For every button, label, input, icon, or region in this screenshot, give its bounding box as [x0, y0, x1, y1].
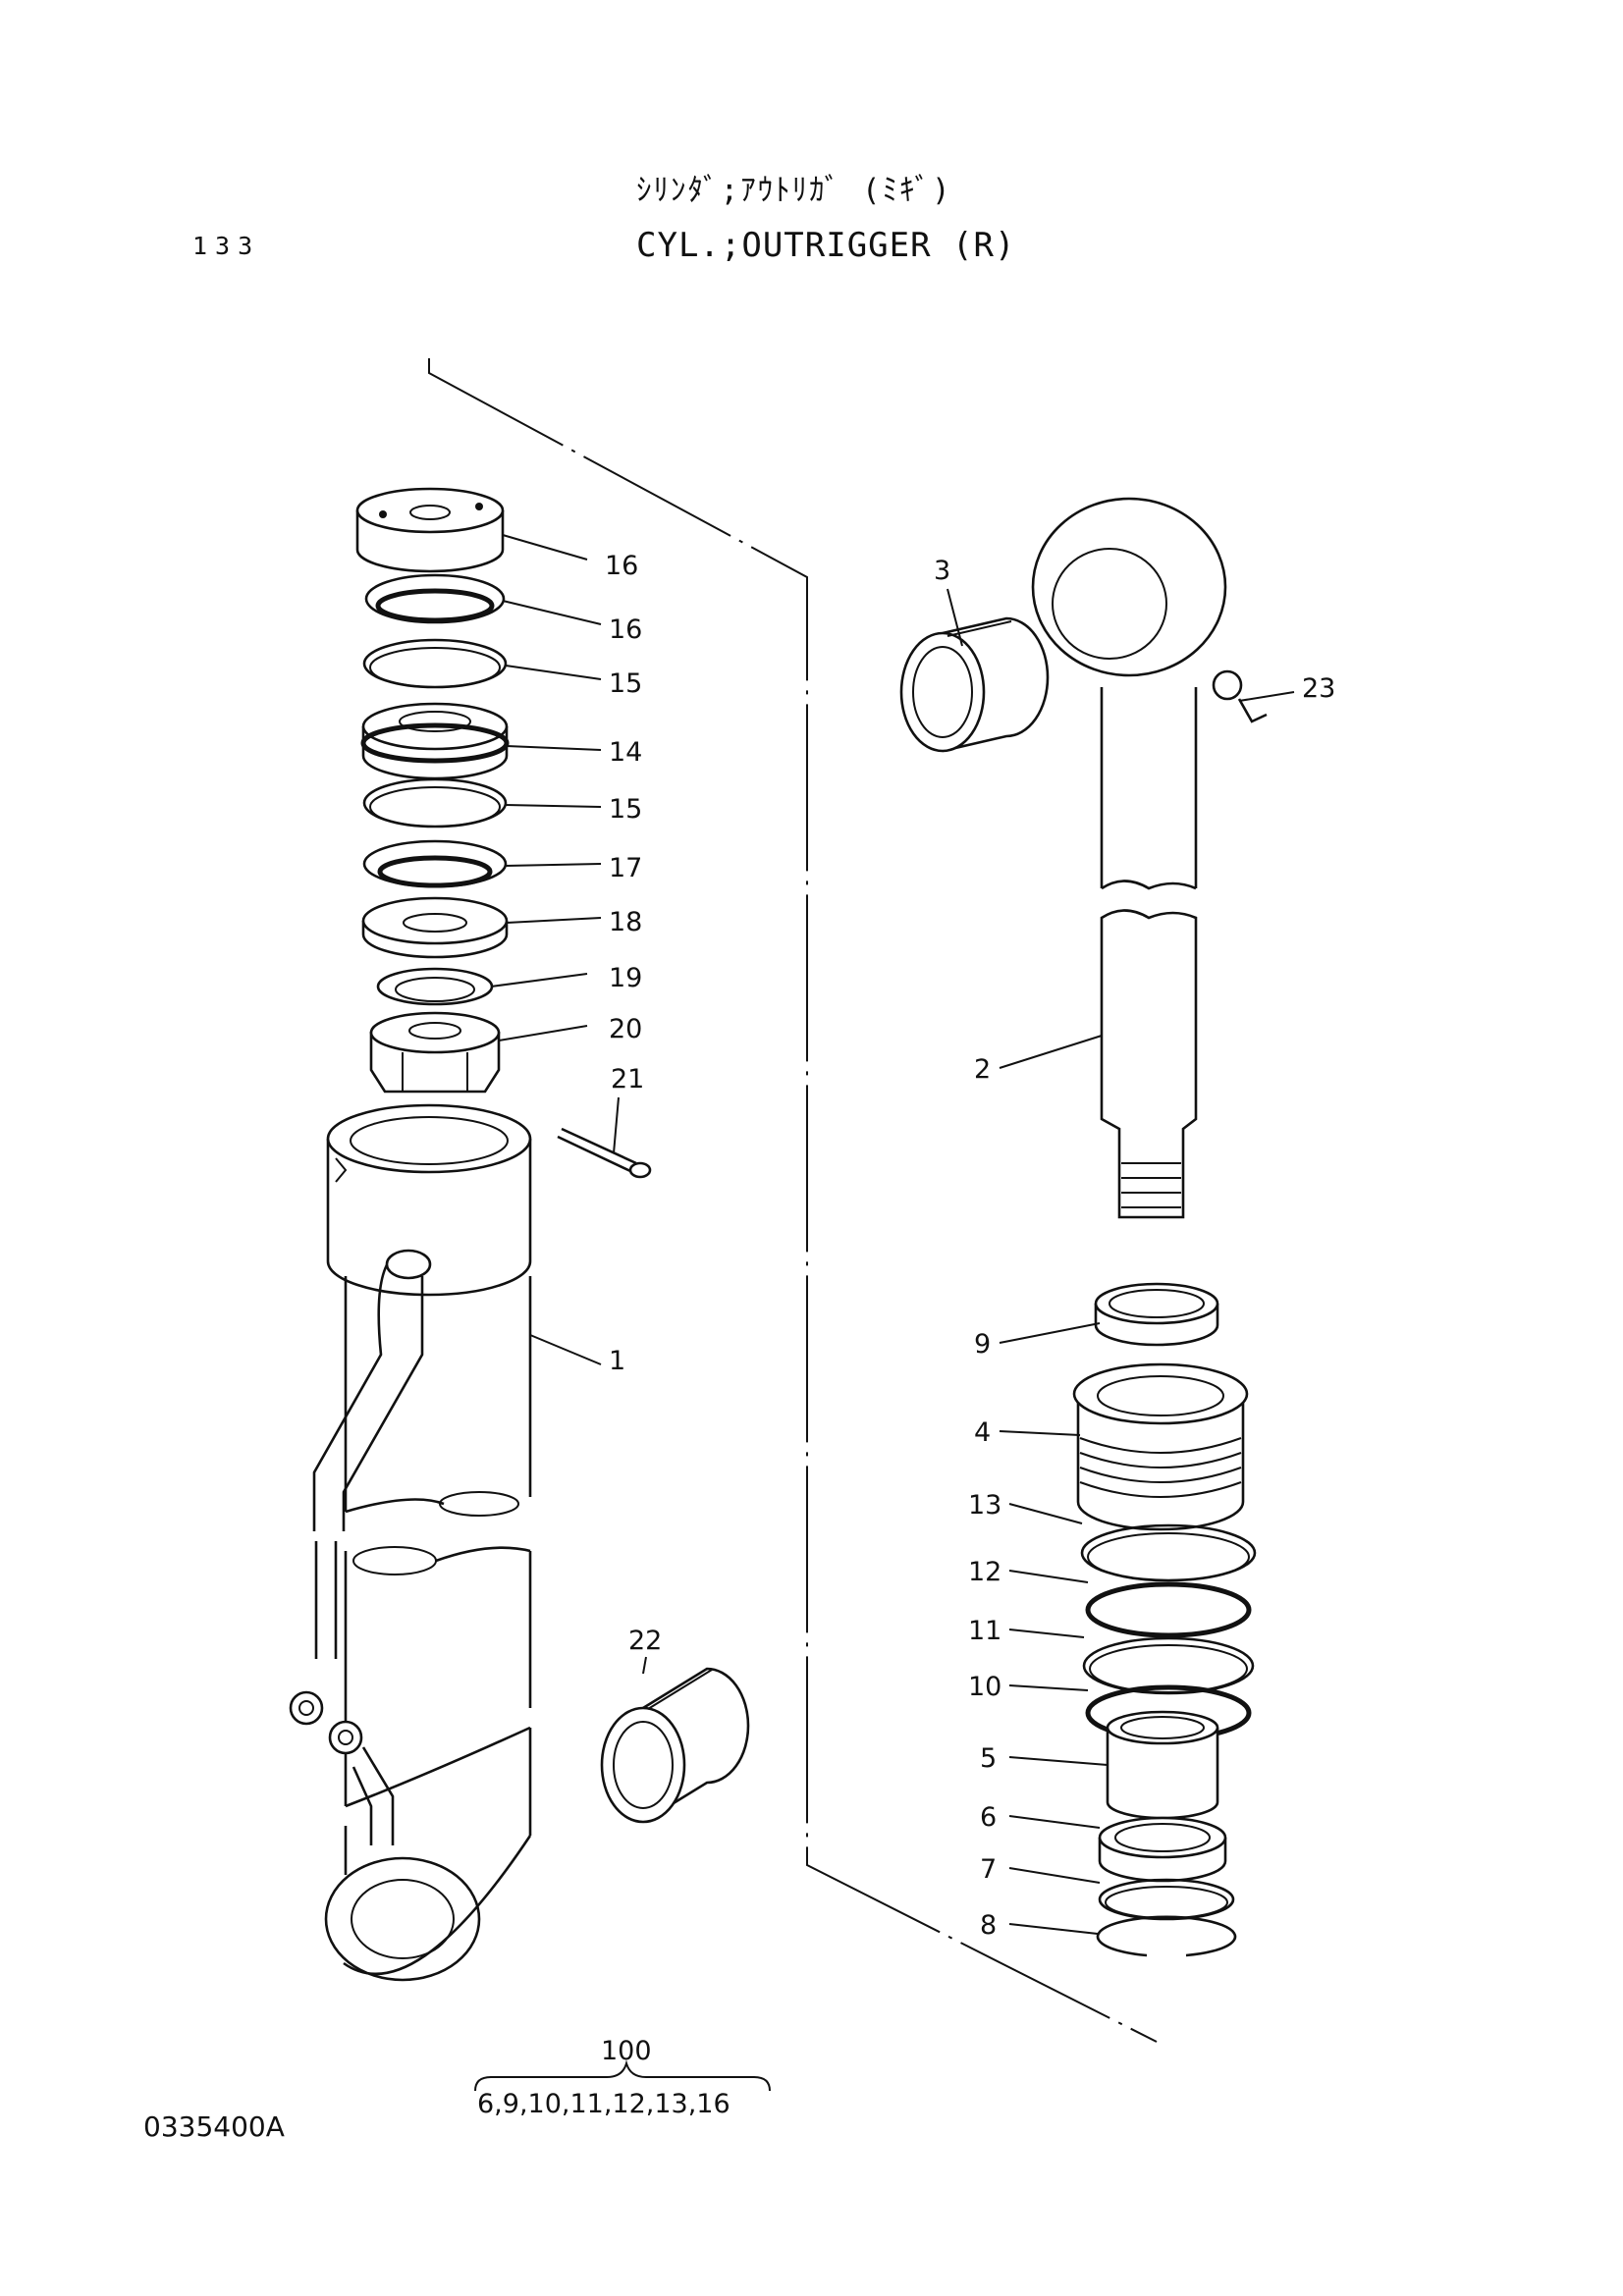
nut-part-20 [369, 1011, 501, 1094]
cylinder-tube-part-1 [289, 1103, 532, 1982]
callout-23: 23 [1302, 673, 1335, 704]
callout-19: 19 [609, 963, 642, 993]
callout-20: 20 [609, 1014, 642, 1044]
kit-brace: 100 6,9,10,11,12,13,16 [474, 2036, 771, 2119]
callout-3: 3 [934, 556, 950, 586]
oring-part-12 [1085, 1581, 1252, 1638]
rod-part-2 [1100, 909, 1198, 1219]
washer-part-19 [376, 967, 494, 1006]
seal-part-9 [1094, 1282, 1219, 1347]
ring-part-18 [361, 896, 509, 959]
callout-22: 22 [628, 1626, 662, 1656]
callout-2: 2 [974, 1054, 991, 1085]
rod-eye-part [1031, 497, 1227, 890]
callout-labels: 16 16 15 14 15 17 18 19 20 21 1 22 3 23 … [605, 551, 1335, 1941]
seal-part-16b [362, 839, 508, 888]
callout-11: 11 [968, 1616, 1001, 1646]
bushing-part-22 [600, 1667, 750, 1824]
title-english: CYL.;OUTRIGGER (R) [636, 226, 1016, 265]
ring-part-15b [362, 777, 508, 828]
pin-part-21 [557, 1127, 652, 1179]
assembly-frame [428, 358, 1158, 2043]
cover-part-17 [355, 487, 505, 573]
ring-part-13 [1080, 1523, 1257, 1582]
callout-18: 18 [609, 907, 642, 937]
callout-12: 12 [968, 1557, 1001, 1587]
bushing-part-3 [899, 616, 1050, 753]
callout-6: 6 [980, 1802, 997, 1833]
callout-4: 4 [974, 1417, 991, 1448]
callout-21: 21 [611, 1064, 644, 1095]
kit-contents: 6,9,10,11,12,13,16 [477, 2089, 730, 2119]
leader-lines [490, 534, 1295, 1935]
callout-13: 13 [968, 1490, 1001, 1521]
ring-part-11 [1082, 1636, 1255, 1695]
ring-part-7 [1098, 1878, 1235, 1921]
piston-part-14 [360, 702, 510, 780]
callout-10: 10 [968, 1672, 1001, 1702]
callout-7: 7 [980, 1854, 997, 1885]
callout-9: 9 [974, 1329, 991, 1360]
callout-15a: 15 [609, 668, 642, 699]
callout-16a: 16 [609, 614, 642, 645]
fitting-part-23 [1212, 669, 1268, 723]
seal-part-6 [1098, 1816, 1227, 1883]
callout-17: 16 [605, 551, 638, 581]
seal-part-16a [364, 573, 506, 624]
bushing-part-5 [1106, 1710, 1219, 1820]
callout-5: 5 [980, 1743, 997, 1774]
drawing-number: 0335400A [143, 2110, 285, 2143]
callout-14: 14 [609, 737, 642, 768]
callout-15b: 15 [609, 794, 642, 825]
snapring-part-8 [1096, 1915, 1237, 1957]
gland-part-4 [1072, 1362, 1249, 1531]
callout-16b: 17 [609, 853, 642, 883]
callout-1: 1 [609, 1346, 625, 1376]
ring-part-15a [362, 638, 508, 689]
callout-8: 8 [980, 1910, 997, 1941]
page-number: 133 [192, 232, 261, 260]
title-japanese: ｼﾘﾝﾀﾞ;ｱｳﾄﾘｶﾞ (ﾐｷﾞ) [636, 173, 952, 208]
